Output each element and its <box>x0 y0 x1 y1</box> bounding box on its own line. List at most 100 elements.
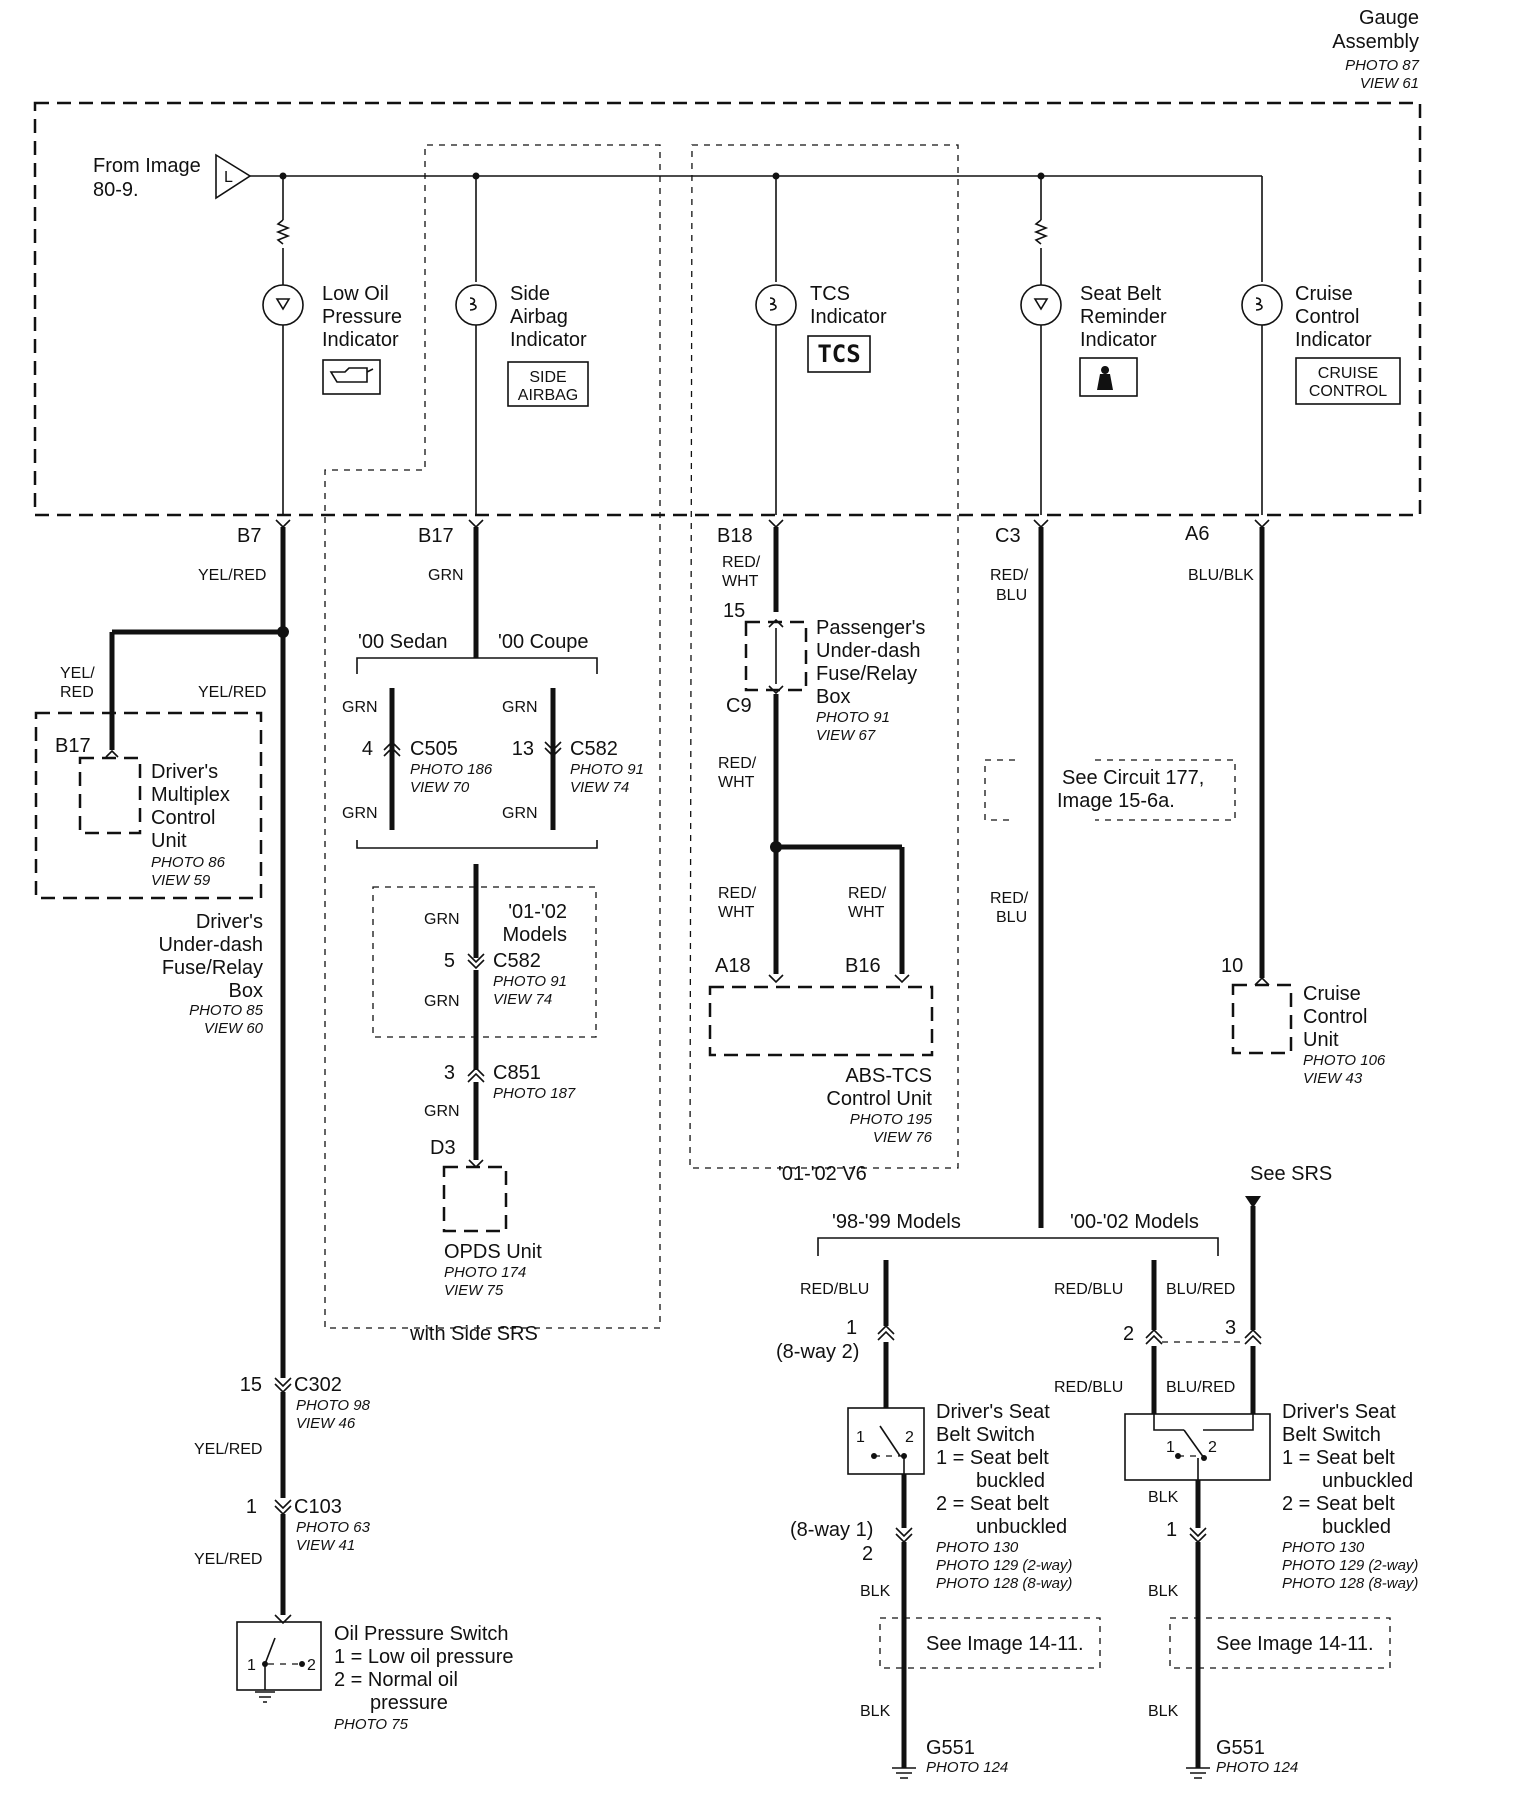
switch-pin: 1 <box>856 1429 865 1446</box>
fuse-box-photo: PHOTO 91 <box>816 709 890 726</box>
cruise-column: Cruise Control Indicator CRUISE CONTROL <box>1241 270 1401 515</box>
cruise-unit-photo: PHOTO 106 <box>1303 1052 1386 1069</box>
ground-icon <box>892 1767 916 1779</box>
symbol-text: AIRBAG <box>518 387 578 404</box>
seat-belt-switch-left <box>847 1407 925 1475</box>
source-label: From Image <box>93 155 201 177</box>
wire-color: YEL/RED <box>194 1551 262 1568</box>
wire-color: GRN <box>502 699 538 716</box>
see-image-label: See Image 14-11. <box>926 1633 1084 1655</box>
wire-color: RED/ <box>848 885 887 902</box>
multiplex-label: Driver's <box>151 761 218 783</box>
abs-tcs-unit <box>708 985 934 1057</box>
power-source: From Image 80-9. L <box>93 153 1263 270</box>
switch-label: 2 = Seat belt <box>1282 1493 1395 1515</box>
connector-pin: 5 <box>444 950 455 972</box>
pin-label: B17 <box>418 525 454 547</box>
low-oil-column: Low Oil Pressure Indicator <box>262 176 402 515</box>
wire-color: YEL/RED <box>194 1441 262 1458</box>
side-srs-region <box>324 144 661 1329</box>
wire-color: RED/ <box>722 554 761 571</box>
oil-can-icon <box>322 359 381 395</box>
wire-color: GRN <box>424 911 460 928</box>
switch-photo: PHOTO 129 (2-way) <box>936 1557 1072 1574</box>
connector-view: VIEW 46 <box>296 1415 356 1432</box>
connector-pin: 3 <box>444 1062 455 1084</box>
tcs-symbol <box>807 335 871 373</box>
wire-color: BLK <box>860 1583 891 1600</box>
indicator-label: Pressure <box>322 306 402 328</box>
indicator-label: Reminder <box>1080 306 1167 328</box>
ground-photo: PHOTO 124 <box>1216 1759 1298 1776</box>
wire-color: RED/ <box>990 567 1029 584</box>
connector-pin: 2 <box>1123 1323 1134 1345</box>
see-image-label: See Image 14-11. <box>1216 1633 1374 1655</box>
connector-view: VIEW 74 <box>570 779 629 796</box>
opds-unit <box>442 1165 508 1233</box>
oil-pressure-circuit: YEL/RED YEL/ RED YEL/RED B17 Driver's Mu… <box>34 519 514 1733</box>
seat-belt-column: Seat Belt Reminder Indicator <box>1020 176 1167 515</box>
wire-color: BLU <box>996 909 1027 926</box>
connector-photo: PHOTO 186 <box>410 761 493 778</box>
multiplex-view: VIEW 59 <box>151 872 211 889</box>
variant-label: '00 Sedan <box>358 631 447 653</box>
see-image-box <box>879 1617 1101 1669</box>
switch-pin: 1 <box>1166 1439 1175 1456</box>
indicator-label: Indicator <box>1295 329 1372 351</box>
fuse-box-label: Box <box>229 980 263 1002</box>
fuse-box-view: VIEW 60 <box>204 1020 264 1037</box>
wire-color: BLU/RED <box>1166 1379 1235 1396</box>
indicator-label: Indicator <box>810 306 887 328</box>
abs-photo: PHOTO 195 <box>850 1111 933 1128</box>
wire-color: BLK <box>1148 1703 1179 1720</box>
wire-color: RED <box>60 684 94 701</box>
connector-name: C103 <box>294 1496 342 1518</box>
wire-color: WHT <box>848 904 885 921</box>
connector-name: C302 <box>294 1374 342 1396</box>
connector-name: C582 <box>570 738 618 760</box>
connector-photo: PHOTO 63 <box>296 1519 371 1536</box>
cruise-pin: 10 <box>1221 955 1243 977</box>
wire-color: BLK <box>1148 1489 1179 1506</box>
gauge-assembly-view: VIEW 61 <box>1360 75 1419 92</box>
multiplex-pin: B17 <box>55 735 91 757</box>
switch-label: 2 = Seat belt <box>936 1493 1049 1515</box>
switch-label: 1 = Low oil pressure <box>334 1646 514 1668</box>
person-icon <box>1097 366 1113 390</box>
indicator-bulb-icon <box>1020 284 1062 326</box>
indicator-label: Seat Belt <box>1080 283 1162 305</box>
cruise-unit-view: VIEW 43 <box>1303 1070 1363 1087</box>
wire-color: BLK <box>1148 1583 1179 1600</box>
symbol-text: SIDE <box>529 369 566 386</box>
switch-pin: 2 <box>307 1657 316 1674</box>
connector-pin: 2 <box>862 1543 873 1565</box>
wire-color: BLK <box>860 1703 891 1720</box>
tcs-column: TCS Indicator TCS <box>755 176 887 515</box>
wire-color: GRN <box>342 805 378 822</box>
cruise-circuit: BLU/BLK 10 Cruise Control Unit PHOTO 106… <box>1188 519 1386 1087</box>
gauge-assembly: Gauge Assembly PHOTO 87 VIEW 61 <box>33 7 1422 517</box>
switch-photo: PHOTO 128 (8-way) <box>1282 1575 1418 1592</box>
wire-color: RED/ <box>990 890 1029 907</box>
fuse-box-label: Driver's <box>196 911 263 933</box>
wire-color: WHT <box>722 573 759 590</box>
wire-color: GRN <box>502 805 538 822</box>
wire-color: RED/BLU <box>1054 1281 1123 1298</box>
wire-color: BLU <box>996 587 1027 604</box>
cruise-unit-label: Control <box>1303 1006 1367 1028</box>
indicator-label: Side <box>510 283 550 305</box>
connector-triangle-icon <box>215 153 252 200</box>
indicator-label: Indicator <box>510 329 587 351</box>
abs-label: Control Unit <box>826 1088 932 1110</box>
wire-color: BLU/RED <box>1166 1281 1235 1298</box>
switch-label: Driver's Seat <box>1282 1401 1396 1423</box>
fuse-box-label: Fuse/Relay <box>816 663 917 685</box>
switch-photo: PHOTO 130 <box>1282 1539 1365 1556</box>
switch-label: 2 = Normal oil <box>334 1669 458 1691</box>
symbol-text: CRUISE <box>1318 365 1378 382</box>
switch-label: Oil Pressure Switch <box>334 1623 509 1645</box>
wire-color: YEL/ <box>60 665 95 682</box>
wire-color: RED/ <box>718 885 757 902</box>
wire-color: YEL/RED <box>198 567 266 584</box>
